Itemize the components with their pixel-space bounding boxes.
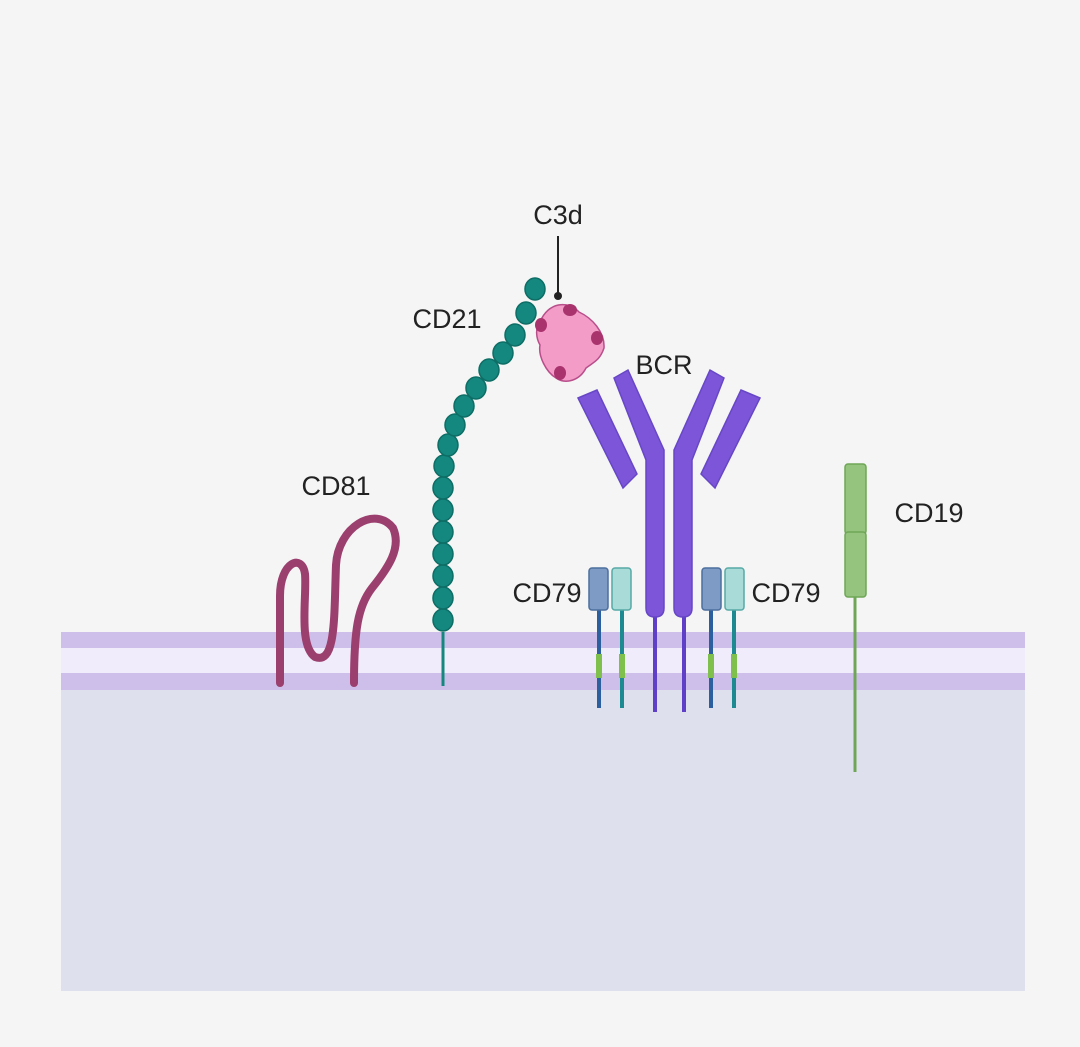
cd79-left — [588, 567, 632, 708]
cytoplasm — [61, 686, 1025, 991]
cd21-domain-bead — [492, 341, 514, 365]
cd21-domain-bead — [432, 520, 454, 544]
bcr-antibody — [576, 368, 762, 712]
bcr-label: BCR — [635, 350, 692, 380]
cd79-left-label: CD79 — [512, 578, 581, 608]
cd21-domain-bead — [432, 476, 454, 500]
cd21-domain-bead — [453, 394, 475, 418]
cd19-label: CD19 — [894, 498, 963, 528]
cd21-domain-bead — [465, 376, 487, 400]
cd21-domain-bead — [432, 586, 454, 610]
cd21-domain-bead — [524, 277, 546, 301]
cell-membrane — [61, 632, 1025, 690]
cd21-label: CD21 — [412, 304, 481, 334]
cd21-domain-bead — [478, 358, 500, 382]
cd79-right — [701, 567, 745, 708]
cd21-protein — [432, 277, 546, 686]
cd21-domain-bead — [444, 413, 466, 437]
cd21-domain-bead — [432, 564, 454, 588]
cd79-right-label: CD79 — [751, 578, 820, 608]
cd21-domain-bead — [432, 498, 454, 522]
cd21-domain-bead — [437, 433, 459, 457]
cd81-protein — [276, 514, 400, 687]
c3d-protein — [535, 303, 605, 382]
c3d-pointer-dot — [554, 292, 562, 300]
c3d-label: C3d — [533, 200, 583, 230]
cd81-label: CD81 — [301, 471, 370, 501]
cd21-domain-bead — [504, 323, 526, 347]
cd21-domain-bead — [432, 542, 454, 566]
cd21-domain-bead — [432, 608, 454, 632]
cd19-protein — [844, 463, 867, 772]
cd21-domain-bead — [515, 301, 537, 325]
cd21-domain-bead — [433, 454, 455, 478]
